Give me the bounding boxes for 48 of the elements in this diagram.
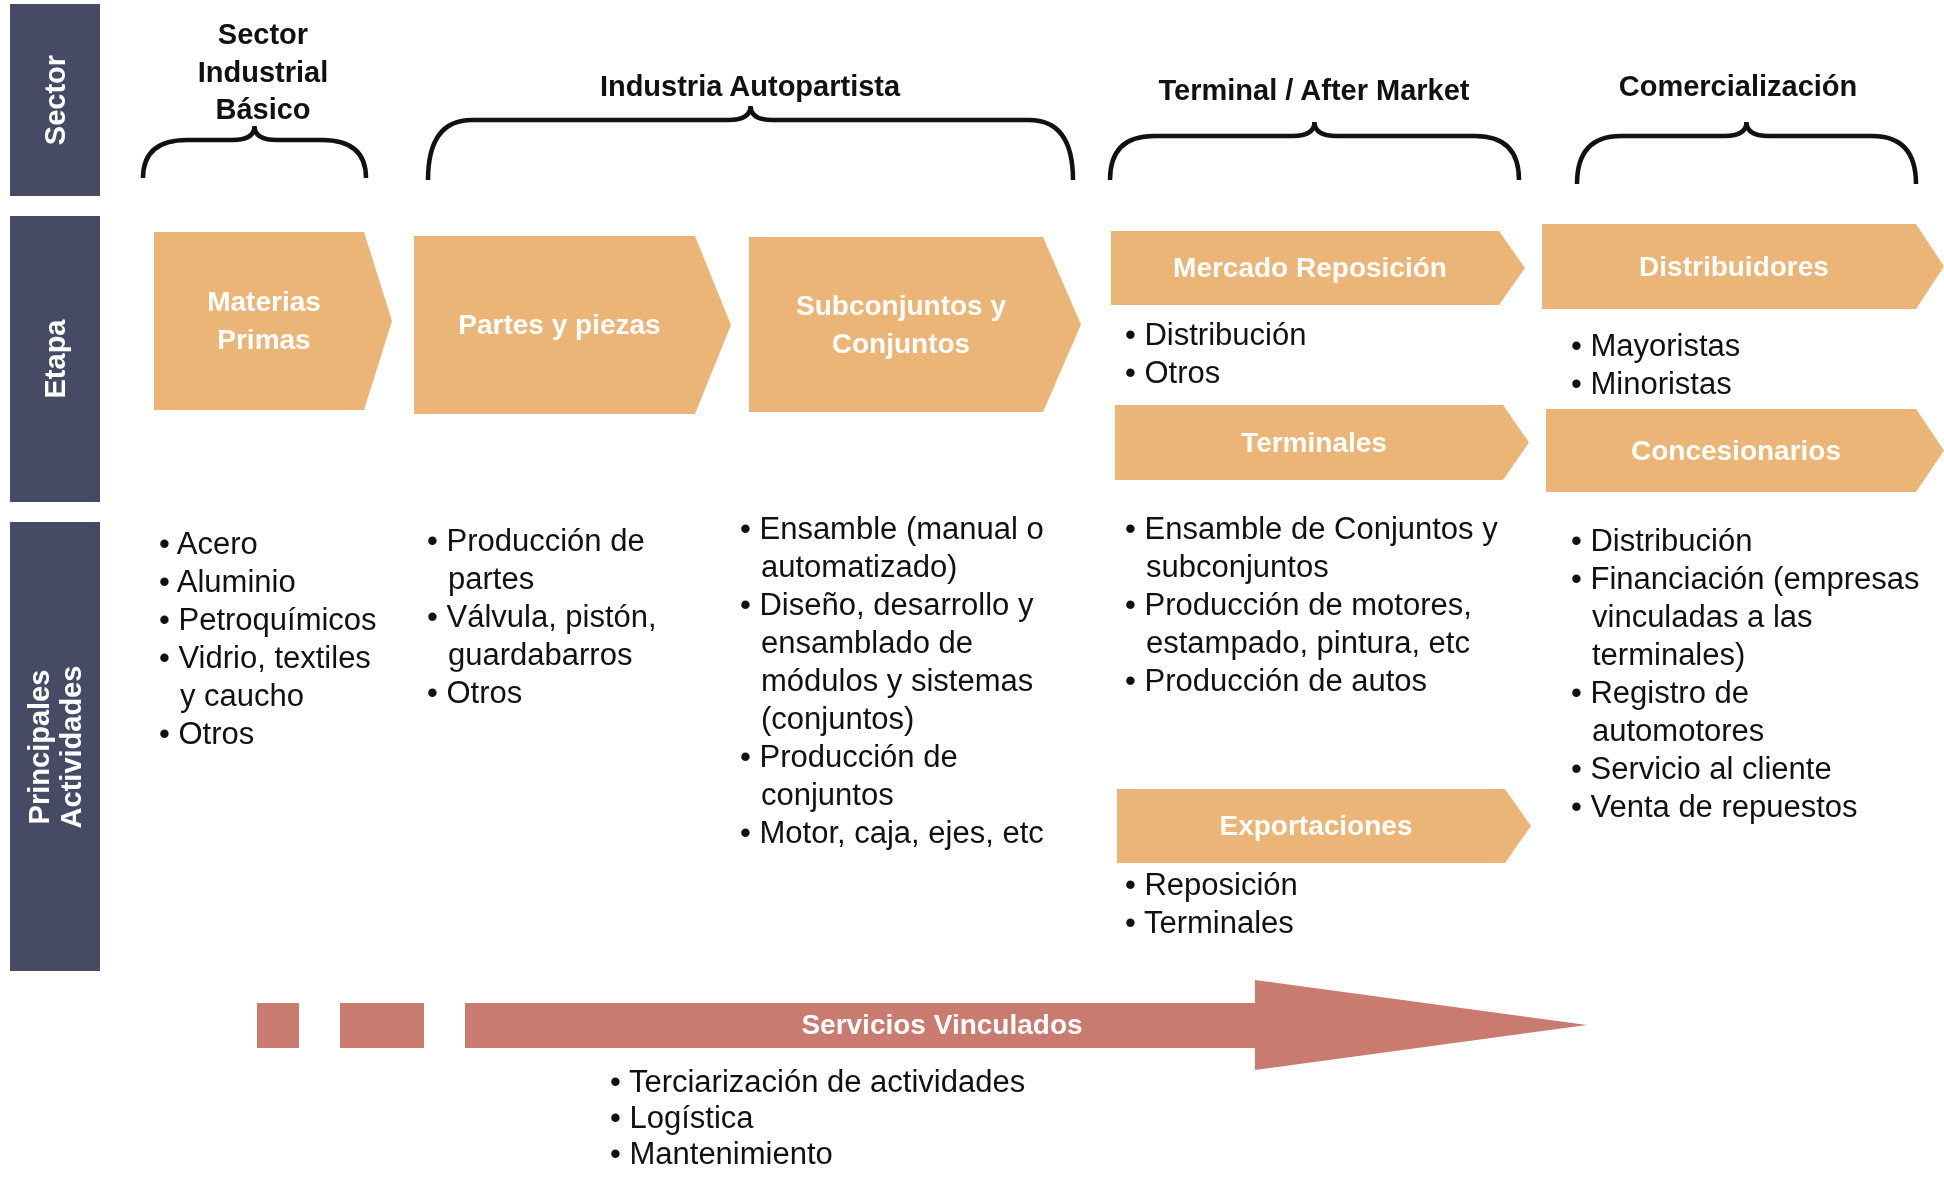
bullet-item: • Petroquímicos: [159, 601, 378, 639]
bullet-item: • Producción de autos: [1125, 662, 1429, 700]
stage-label: Partes y piezas: [457, 308, 662, 343]
bullet-item: • Servicio al cliente: [1571, 750, 1833, 788]
bullet-item: • Logística: [610, 1100, 755, 1136]
bullet-item: • Otros: [427, 674, 524, 712]
stage-label: Materias Primas: [206, 285, 322, 357]
bullet-item: • Minoristas: [1571, 365, 1733, 403]
row-header-text: Principales Actividades: [22, 664, 88, 830]
bullet-item: • Motor, caja, ejes, etc: [740, 814, 1045, 852]
bullet-item: • Venta de repuestos: [1571, 788, 1859, 826]
bullet-item: • Vidrio, textiles y caucho: [159, 639, 372, 715]
row-header-text: Etapa: [38, 319, 72, 399]
bullet-item: • Mayoristas: [1571, 327, 1742, 365]
row-header-text: Sector: [38, 54, 72, 146]
sector-heading: Comercialización: [1618, 69, 1858, 104]
row-header-bar: [10, 4, 100, 196]
bullet-item: • Otros: [159, 715, 256, 753]
sector-heading: Terminal / After Market: [1158, 73, 1470, 108]
bullet-item: • Mantenimiento: [610, 1136, 834, 1172]
stage-label: Mercado Reposición: [1172, 251, 1448, 286]
bullet-item: • Distribución: [1125, 316, 1308, 354]
bullet-item: • Producción de partes: [427, 522, 646, 598]
row-header-bar: [10, 216, 100, 502]
sector-heading: Sector Industrial Básico: [196, 17, 330, 128]
bullet-item: • Distribución: [1571, 522, 1754, 560]
bullet-item: • Ensamble (manual o automatizado): [740, 510, 1045, 586]
sector-heading: Industria Autopartista: [599, 69, 901, 104]
bullet-item: • Reposición: [1125, 866, 1299, 904]
bullet-item: • Otros: [1125, 354, 1222, 392]
bullet-item: • Válvula, pistón, guardabarros: [427, 598, 658, 674]
stage-label: Servicios Vinculados: [800, 1008, 1084, 1043]
bullet-item: • Terciarización de actividades: [610, 1064, 1027, 1100]
bullet-item: • Registro de automotores: [1571, 674, 1766, 750]
stage-label: Concesionarios: [1629, 433, 1843, 468]
bullet-item: • Acero: [159, 525, 259, 563]
bullet-item: • Diseño, desarrollo y ensamblado de módulos y sistemas (conjuntos): [740, 586, 1035, 738]
bullet-item: • Terminales: [1125, 904, 1295, 942]
stage-label: Subconjuntos y Conjuntos: [795, 288, 1007, 361]
bullet-item: • Aluminio: [159, 563, 297, 601]
bullet-item: • Financiación (empresas vinculadas a las terminales): [1571, 560, 1921, 674]
stage-label: Distribuidores: [1638, 249, 1830, 284]
stage-label: Terminales: [1240, 425, 1388, 460]
bullet-item: • Producción de conjuntos: [740, 738, 959, 814]
stage-label: Exportaciones: [1218, 809, 1414, 844]
bullet-item: • Producción de motores, estampado, pintura, etc: [1125, 586, 1473, 662]
row-header-bar: [10, 522, 100, 971]
bullet-item: • Ensamble de Conjuntos y subconjuntos: [1125, 510, 1499, 586]
